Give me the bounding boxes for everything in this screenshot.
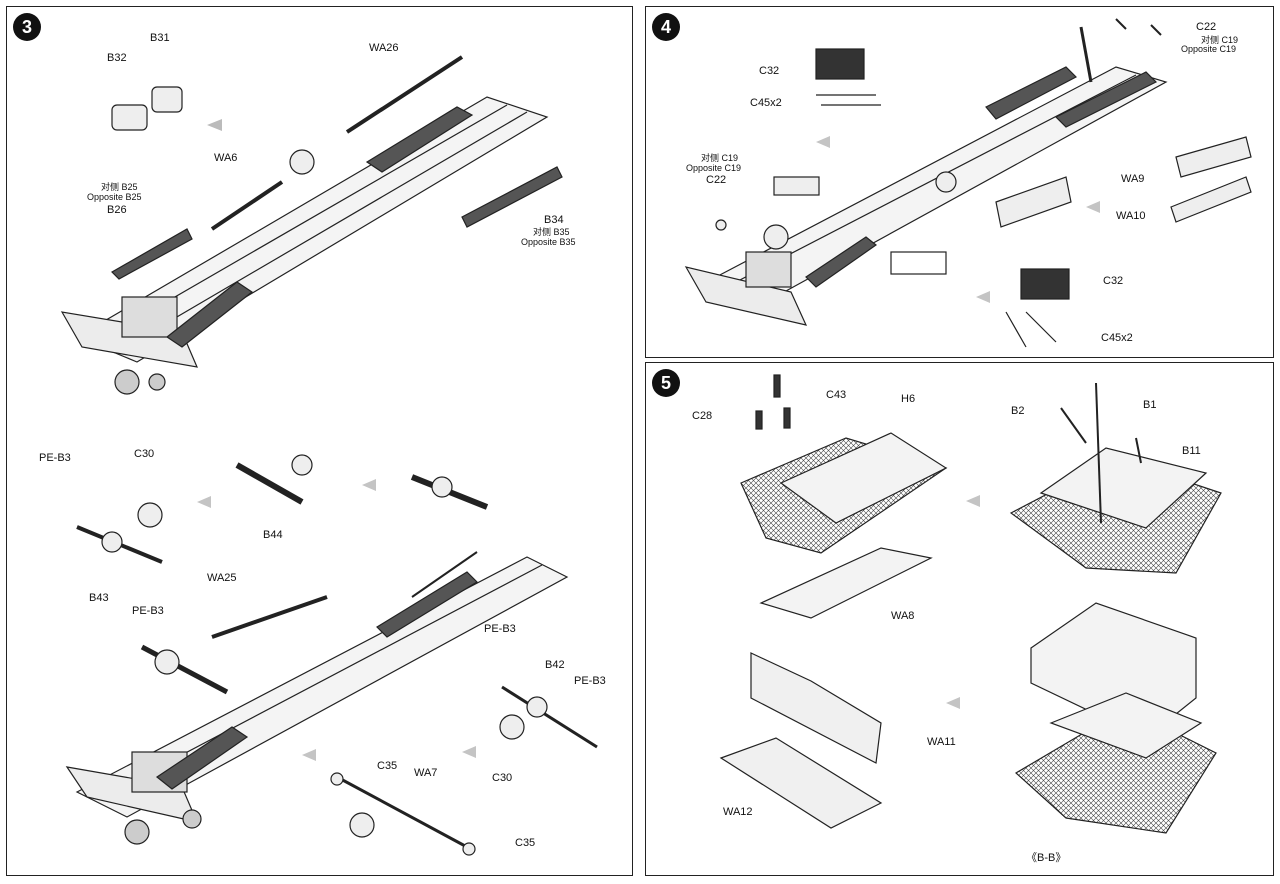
step-3-badge: 3	[13, 13, 41, 41]
label-C22-top: C22	[1196, 21, 1217, 33]
label-WA25: WA25	[207, 572, 237, 584]
label-B31: B31	[150, 32, 170, 44]
label-PE-B3-a: PE-B3	[39, 452, 71, 464]
label-C32-b: C32	[1103, 275, 1124, 287]
step-5-drawing	[719, 374, 1222, 834]
label-WA7: WA7	[414, 767, 438, 779]
step-5-panel: 5	[645, 362, 1274, 876]
step-3-drawing	[60, 55, 598, 856]
label-C19-opposite-left: Opposite C19	[686, 163, 742, 173]
label-C43: C43	[826, 389, 847, 401]
label-PE-B3-c: PE-B3	[484, 623, 516, 635]
label-WA8: WA8	[891, 610, 915, 622]
label-C28: C28	[692, 410, 713, 422]
label-PE-B3-d: PE-B3	[574, 675, 606, 687]
label-WA11: WA11	[927, 736, 956, 748]
label-B35-opposite: Opposite B35	[521, 237, 576, 247]
label-C19-cn-left: 对侧 C19	[701, 153, 739, 163]
label-B35-cn: 对侧 B35	[533, 227, 570, 237]
label-B44: B44	[263, 529, 283, 541]
label-B43: B43	[89, 592, 109, 604]
label-B1: B1	[1143, 399, 1157, 411]
label-PE-B3-b: PE-B3	[132, 605, 164, 617]
label-B26: B26	[107, 204, 127, 216]
label-H6: H6	[901, 393, 916, 405]
label-B25-opposite: Opposite B25	[87, 192, 142, 202]
label-C22-left: C22	[706, 174, 727, 186]
label-C19-cn-top: 对侧 C19	[1201, 35, 1239, 45]
label-B-B: 《B-B》	[1026, 852, 1067, 864]
step-5-badge: 5	[652, 369, 680, 397]
label-WA6: WA6	[214, 152, 238, 164]
label-C30-a: C30	[134, 448, 155, 460]
step-4-drawing	[684, 18, 1252, 348]
label-C32-a: C32	[759, 65, 780, 77]
label-WA12: WA12	[723, 806, 753, 818]
label-B42: B42	[545, 659, 565, 671]
label-B11: B11	[1182, 445, 1201, 457]
label-B2: B2	[1011, 405, 1025, 417]
label-C35-b: C35	[515, 837, 536, 849]
label-C45-a: C45x2	[750, 97, 782, 109]
label-C19-opposite-top: Opposite C19	[1181, 44, 1237, 54]
label-C30-b: C30	[492, 772, 513, 784]
label-B34: B34	[544, 214, 564, 226]
label-B25-cn: 对侧 B25	[101, 182, 138, 192]
label-B32: B32	[107, 52, 127, 64]
label-WA10: WA10	[1116, 210, 1146, 222]
step-4-badge: 4	[652, 13, 680, 41]
label-C45-b: C45x2	[1101, 332, 1133, 344]
step-3-panel: 3	[6, 6, 633, 876]
step-4-panel: 4	[645, 6, 1274, 358]
label-WA26: WA26	[369, 42, 399, 54]
label-C35-a: C35	[377, 760, 398, 772]
label-WA9: WA9	[1121, 173, 1145, 185]
